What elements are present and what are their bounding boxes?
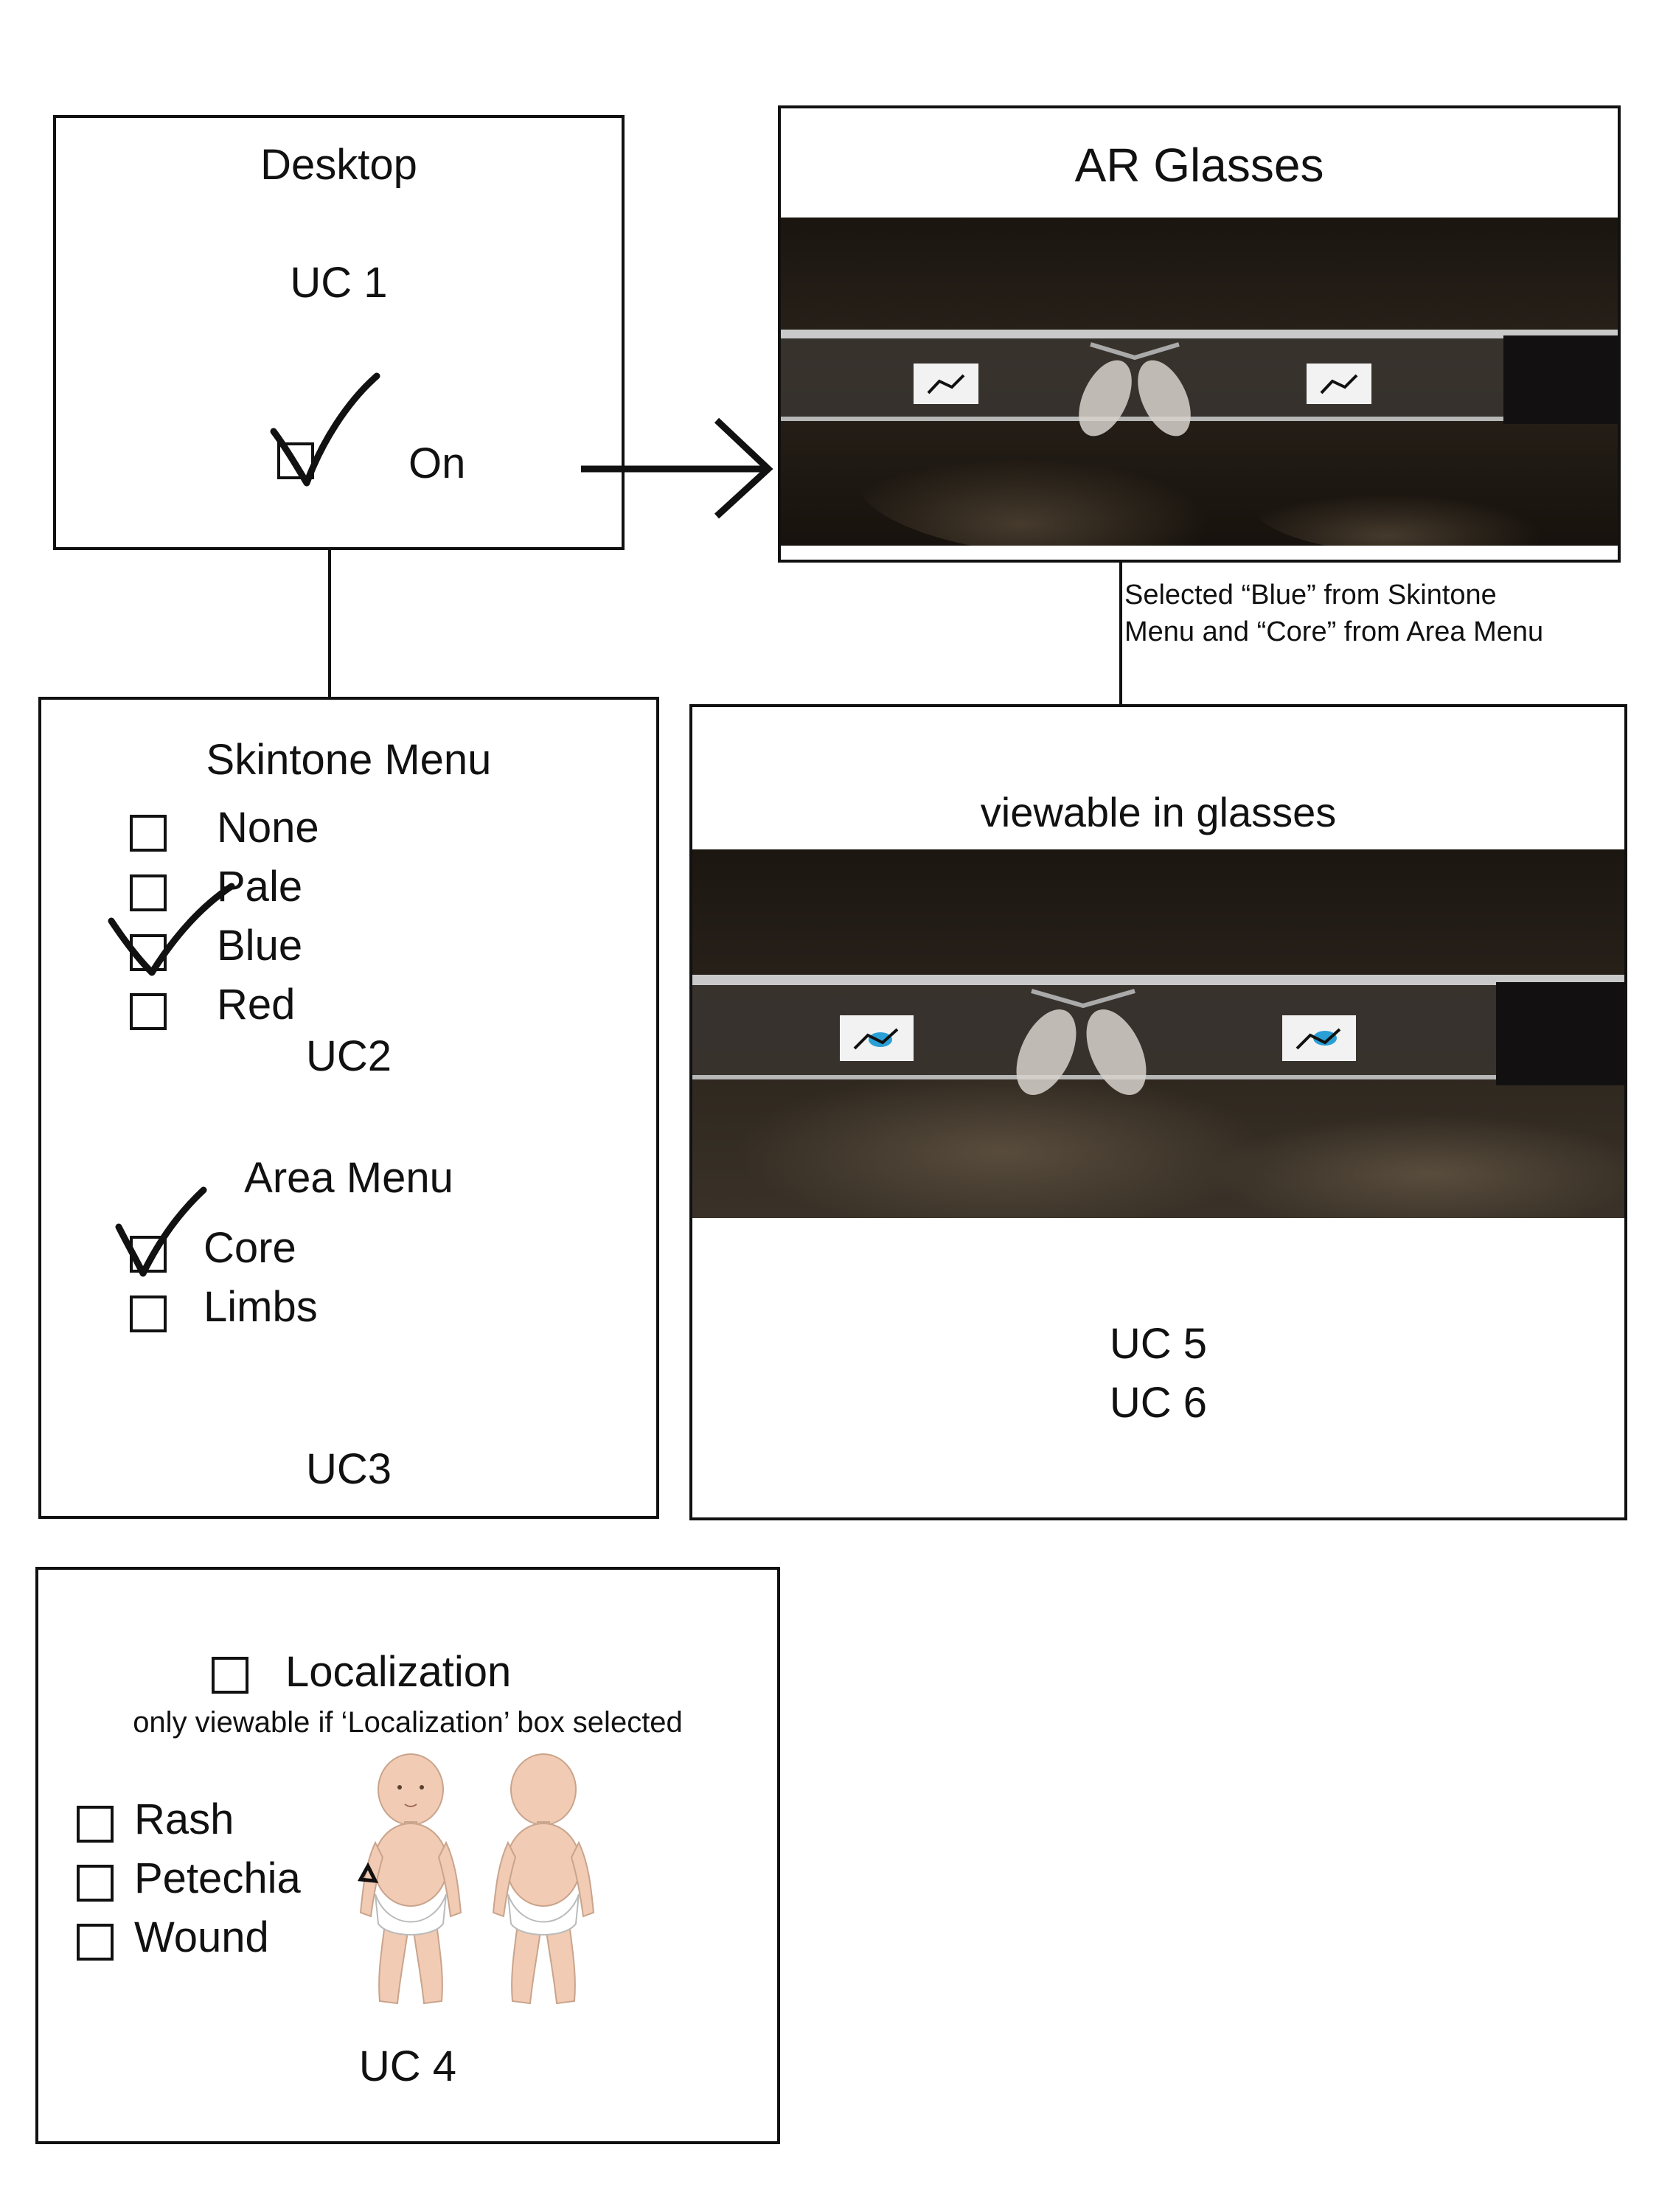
localization-title: Localization [285, 1648, 512, 1696]
checkmark-icon [270, 372, 380, 487]
skintone-none-label: None [217, 804, 319, 852]
skintone-area-panel: Skintone Menu None Pale Blue Red UC2 Are… [38, 697, 659, 1519]
baby-back-figure [492, 1753, 595, 2005]
skintone-uc-label: UC2 [305, 1032, 392, 1080]
area-limbs-checkbox[interactable] [130, 1295, 167, 1332]
glasses-image [781, 218, 1618, 546]
petechia-checkbox[interactable] [77, 1865, 114, 1902]
checkmark-icon [108, 883, 235, 976]
viewable-in-glasses-panel: viewable in glasses [689, 704, 1627, 1520]
ar-glasses-title: AR Glasses [1074, 139, 1324, 192]
glasses-photo [781, 218, 1618, 546]
area-limbs-label: Limbs [204, 1283, 318, 1331]
arrow-right-icon [581, 417, 773, 519]
baby-body-diagram [357, 1753, 595, 2005]
skintone-blue-label: Blue [217, 922, 303, 970]
skintone-pale-checkbox[interactable] [130, 874, 167, 911]
wound-label: Wound [134, 1913, 269, 1961]
checkmark-icon [115, 1186, 207, 1277]
skintone-red-checkbox[interactable] [130, 993, 167, 1030]
localization-note: only viewable if ‘Localization’ box sele… [133, 1706, 683, 1739]
glasses-image-blue [692, 849, 1624, 1218]
ar-glasses-panel: AR Glasses [778, 105, 1621, 563]
petechia-label: Petechia [134, 1854, 301, 1902]
localization-panel: Localization only viewable if ‘Localizat… [35, 1567, 780, 2144]
viewable-uc-line1: UC 5 [1109, 1320, 1208, 1368]
connector-note-line1: Selected “Blue” from Skintone [1124, 580, 1497, 611]
skintone-red-label: Red [217, 981, 296, 1029]
desktop-uc-label: UC 1 [290, 259, 388, 307]
wound-marker-icon [357, 1862, 379, 1883]
area-menu-title: Area Menu [244, 1154, 453, 1202]
desktop-on-label: On [408, 439, 466, 487]
desktop-panel: Desktop UC 1 On [53, 115, 625, 550]
rash-checkbox[interactable] [77, 1806, 114, 1843]
skintone-none-checkbox[interactable] [130, 815, 167, 852]
skintone-menu-title: Skintone Menu [206, 736, 492, 784]
viewable-title: viewable in glasses [980, 789, 1337, 835]
desktop-title: Desktop [260, 141, 417, 189]
rash-label: Rash [134, 1795, 234, 1843]
viewable-uc-line2: UC 6 [1109, 1379, 1208, 1427]
connector-line [1119, 563, 1122, 706]
connector-line [328, 550, 331, 698]
glasses-photo-blue [692, 849, 1624, 1218]
localization-uc-label: UC 4 [358, 2042, 457, 2090]
localization-checkbox[interactable] [212, 1657, 248, 1694]
area-core-label: Core [204, 1224, 296, 1272]
desktop-on-checkbox[interactable] [277, 442, 314, 479]
wound-checkbox[interactable] [77, 1924, 114, 1961]
connector-note-line2: Menu and “Core” from Area Menu [1124, 616, 1544, 647]
area-uc-label: UC3 [305, 1445, 392, 1493]
